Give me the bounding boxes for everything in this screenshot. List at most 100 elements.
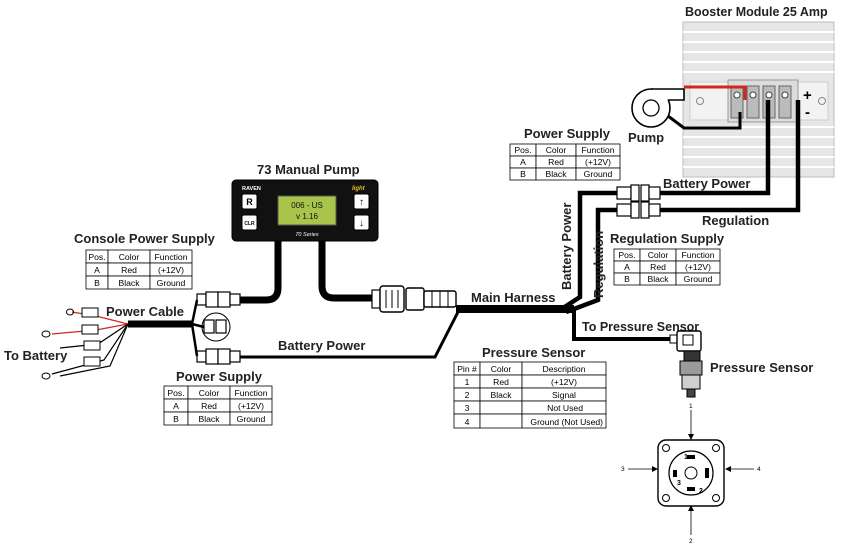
svg-text:Black: Black (198, 414, 220, 424)
svg-text:Black: Black (545, 169, 567, 179)
arrow-down-icon: ↓ (359, 218, 364, 229)
console-button-r-label: R (246, 197, 253, 207)
main-harness-connector (371, 285, 457, 313)
svg-text:Red: Red (121, 265, 137, 275)
svg-text:B: B (520, 169, 526, 179)
power-supply-bottom-table: Pos. Color Function A Red (+12V) B Black… (163, 385, 273, 426)
svg-text:Black: Black (647, 274, 669, 284)
pump-red-wire (684, 85, 747, 100)
svg-text:A: A (94, 265, 100, 275)
pin-inner-2: 2 (699, 488, 703, 495)
svg-text:Function: Function (235, 388, 268, 398)
regulation-module-wire (660, 100, 801, 213)
pin-inner-1: 1 (684, 454, 688, 461)
battery-power-bottom-wire (240, 311, 460, 359)
svg-text:Red: Red (201, 401, 217, 411)
booster-module (682, 21, 835, 178)
regulation-top-label: Regulation (702, 213, 769, 228)
console-button-clr-label: CLR (244, 221, 255, 227)
power-supply-top-title: Power Supply (524, 126, 611, 141)
regulation-vertical-label: Regulation (591, 231, 606, 298)
battery-breakout (41, 307, 129, 380)
svg-text:2: 2 (465, 390, 470, 400)
svg-text:Function: Function (682, 250, 715, 260)
pin-inner-3: 3 (677, 480, 681, 487)
svg-text:Ground: Ground (157, 278, 186, 288)
minus-terminal-label: - (805, 104, 810, 121)
svg-text:Signal: Signal (552, 390, 576, 400)
svg-text:Ground: Ground (584, 169, 613, 179)
console-power-supply-table: Pos. Color Function A Red (+12V) B Black… (85, 249, 193, 290)
svg-text:Not Used: Not Used (547, 403, 583, 413)
svg-text:A: A (173, 401, 179, 411)
main-harness-label: Main Harness (471, 290, 556, 305)
to-battery-label: To Battery (4, 348, 68, 363)
arrow-up-icon: ↑ (359, 197, 364, 208)
regulation-connector (616, 201, 661, 219)
pin-label-3: 3 (621, 466, 625, 473)
console-unit: RAVEN light 006 - US v 1.16 70 Series (231, 179, 379, 242)
svg-text:Color: Color (199, 388, 220, 398)
svg-text:Description: Description (543, 364, 586, 374)
svg-text:Ground (Not Used): Ground (Not Used) (530, 417, 603, 427)
regulation-branch-wire (565, 207, 617, 315)
pin-label-2: 2 (689, 538, 693, 545)
svg-text:Color: Color (119, 252, 140, 262)
console-button-up[interactable]: ↑ (353, 193, 370, 210)
battery-power-bottom-label: Battery Power (278, 338, 365, 353)
svg-text:Black: Black (490, 390, 512, 400)
pressure-sensor-table: Pin # Color Description 1 Red (+12V) 2 B… (453, 361, 607, 429)
pump-black-wire (667, 112, 742, 130)
svg-text:Pos.: Pos. (167, 388, 184, 398)
svg-text:Black: Black (118, 278, 140, 288)
svg-text:Function: Function (155, 252, 188, 262)
svg-text:A: A (624, 262, 630, 272)
svg-text:(+12V): (+12V) (551, 377, 577, 387)
regulation-supply-table: Pos. Color Function A Red (+12V) B Black… (613, 248, 721, 286)
booster-module-label: Booster Module 25 Amp (685, 5, 828, 19)
svg-text:Pos.: Pos. (618, 250, 635, 260)
console-screen-line1: 006 - US (291, 201, 323, 210)
battery-power-branch-wire (558, 190, 617, 312)
svg-text:4: 4 (465, 417, 470, 427)
svg-text:Ground: Ground (237, 414, 266, 424)
svg-text:3: 3 (465, 403, 470, 413)
plus-terminal-label: + (803, 87, 812, 104)
svg-text:B: B (624, 274, 630, 284)
svg-text:Pos.: Pos. (88, 252, 105, 262)
regulation-supply-title: Regulation Supply (610, 231, 725, 246)
to-pressure-sensor-label: To Pressure Sensor (582, 320, 699, 334)
battery-power-vertical-label: Battery Power (559, 203, 574, 290)
power-cable-label: Power Cable (106, 304, 184, 319)
svg-text:Color: Color (491, 364, 512, 374)
console-series: 70 Series (295, 232, 318, 238)
svg-text:Ground: Ground (684, 274, 713, 284)
svg-text:Pos.: Pos. (514, 145, 531, 155)
battery-power-connector (616, 184, 661, 202)
battery-power-bottom-connector (196, 348, 241, 365)
pump-icon (631, 88, 685, 128)
svg-text:1: 1 (465, 377, 470, 387)
svg-text:Function: Function (582, 145, 615, 155)
svg-text:(+12V): (+12V) (685, 262, 711, 272)
console-brand: RAVEN (242, 186, 261, 192)
svg-text:Pin #: Pin # (457, 364, 477, 374)
spare-connector (201, 312, 231, 342)
svg-text:Color: Color (546, 145, 567, 155)
power-supply-top-table: Pos. Color Function A Red (+12V) B Black… (509, 143, 621, 181)
console-button-clr[interactable]: CLR (241, 214, 258, 231)
manual-pump-label: 73 Manual Pump (257, 162, 360, 177)
pressure-sensor-device (669, 330, 703, 398)
console-power-connector (196, 291, 241, 308)
svg-text:(+12V): (+12V) (585, 157, 611, 167)
svg-text:A: A (520, 157, 526, 167)
svg-text:Red: Red (650, 262, 666, 272)
console-screen-line2: v 1.16 (296, 212, 318, 221)
console-right-cable (318, 241, 372, 302)
console-button-r[interactable]: R (241, 193, 258, 210)
svg-text:B: B (173, 414, 179, 424)
svg-text:(+12V): (+12V) (238, 401, 264, 411)
svg-text:B: B (94, 278, 100, 288)
console-button-down[interactable]: ↓ (353, 214, 370, 231)
pin-label-4: 4 (757, 466, 761, 473)
